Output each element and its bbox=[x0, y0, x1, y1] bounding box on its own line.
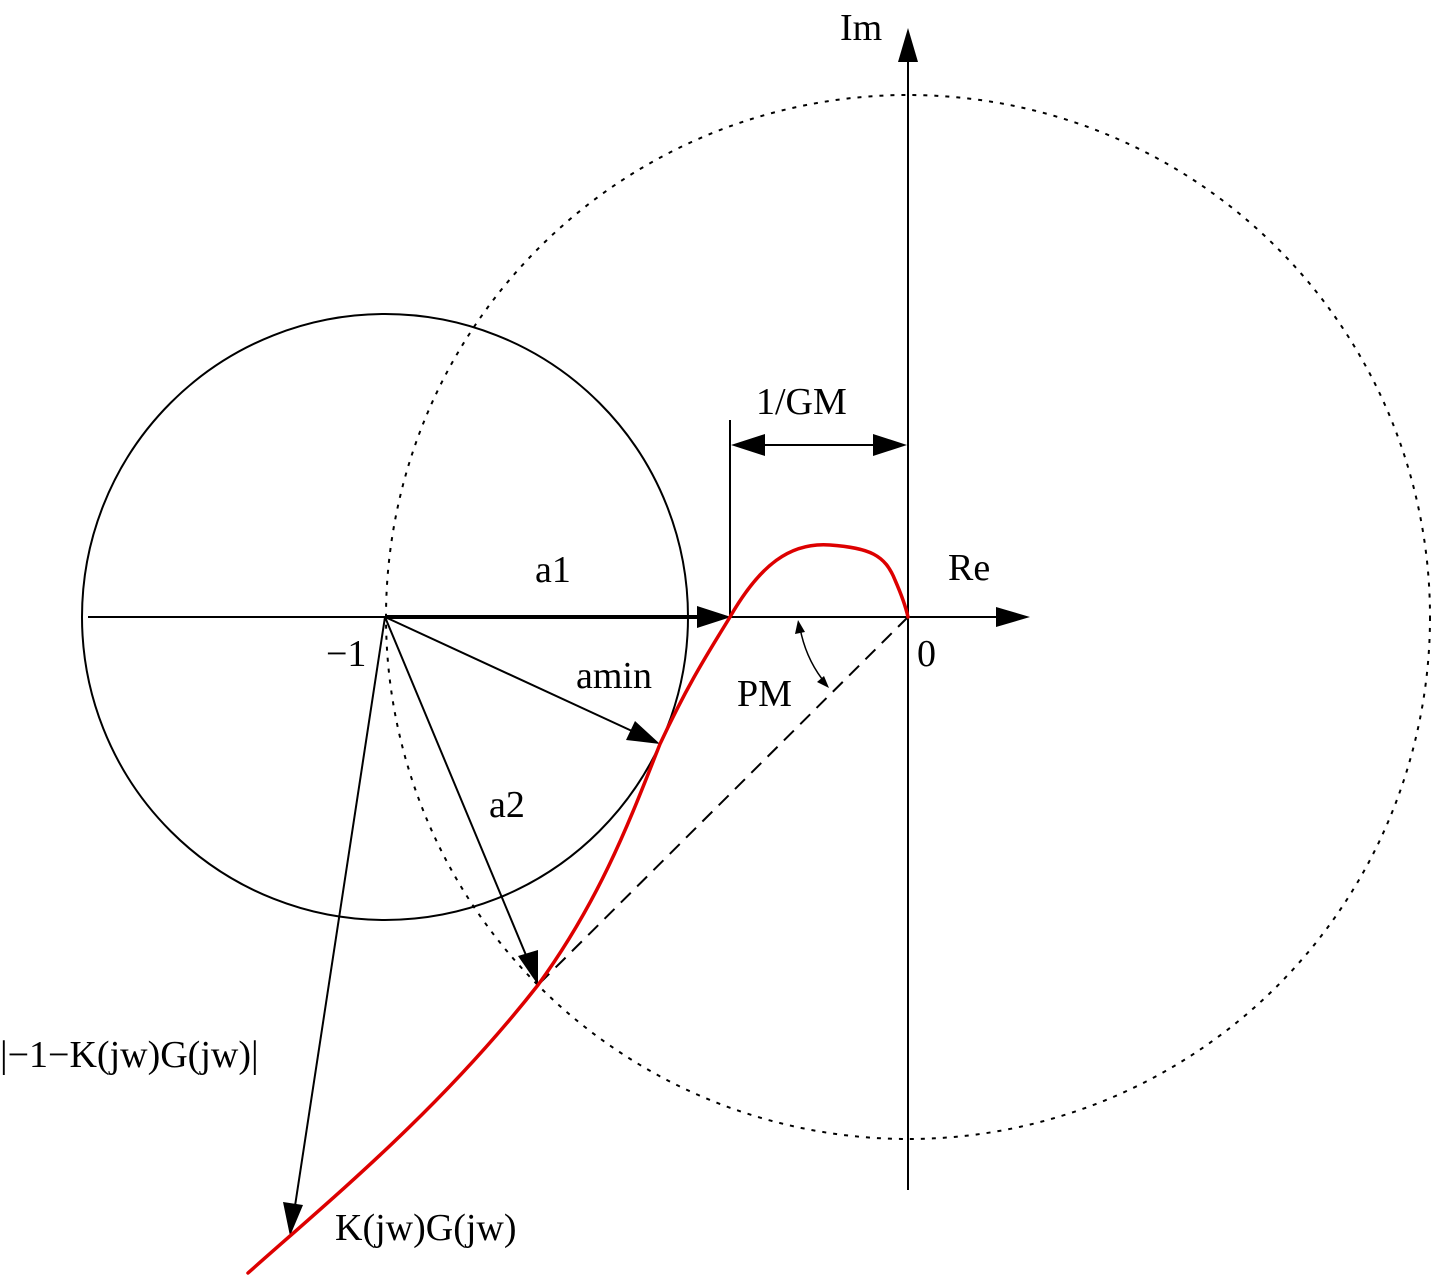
phase-margin-line bbox=[537, 616, 909, 986]
re-axis-label: Re bbox=[948, 547, 990, 589]
gain-margin-arrowhead-right bbox=[873, 434, 907, 456]
amin-arrowhead bbox=[626, 721, 660, 744]
minus-one-label: −1 bbox=[326, 633, 366, 675]
a1-label: a1 bbox=[535, 549, 571, 591]
phase-margin-arc bbox=[799, 627, 827, 685]
phase-margin-label: PM bbox=[737, 673, 792, 715]
phase-margin-arc-arrowhead bbox=[795, 620, 805, 634]
phase-margin-arc-arrowhead-end bbox=[817, 676, 829, 688]
im-axis-label: Im bbox=[840, 7, 882, 49]
amin-label: amin bbox=[576, 655, 652, 697]
amin-arrow bbox=[384, 616, 633, 732]
real-axis-arrowhead bbox=[996, 607, 1030, 627]
origin-label: 0 bbox=[917, 633, 936, 675]
gain-margin-label: 1/GM bbox=[756, 381, 847, 423]
nyquist-curve bbox=[246, 543, 910, 1275]
a2-arrowhead bbox=[518, 950, 538, 985]
distance-label: |−1−K(jw)G(jw)| bbox=[0, 1034, 259, 1076]
a2-arrow bbox=[384, 616, 529, 961]
a2-label: a2 bbox=[489, 784, 525, 826]
distance-arrowhead bbox=[283, 1202, 303, 1236]
a1-arrowhead bbox=[697, 606, 731, 628]
gain-margin-arrowhead-left bbox=[731, 434, 765, 456]
distance-arrow bbox=[294, 616, 386, 1207]
imaginary-axis-arrowhead bbox=[898, 28, 918, 62]
nyquist-curve-label: K(jw)G(jw) bbox=[335, 1207, 517, 1249]
